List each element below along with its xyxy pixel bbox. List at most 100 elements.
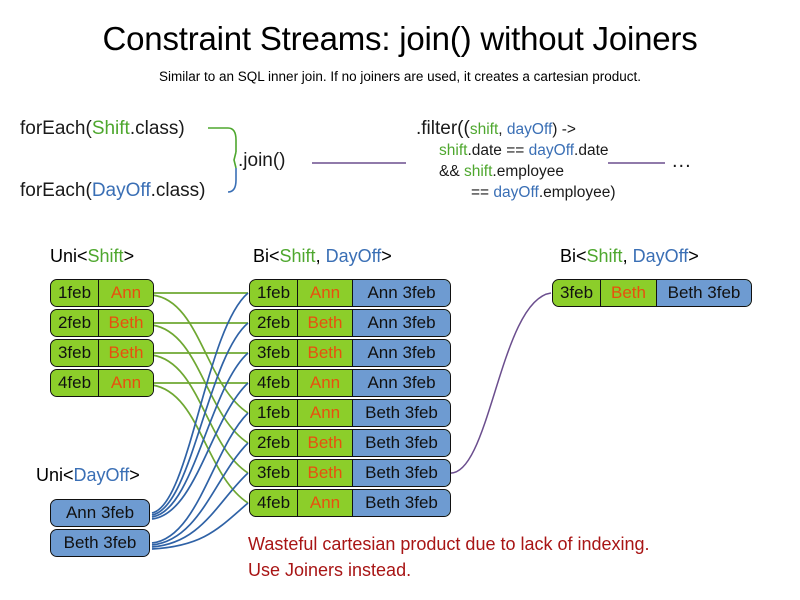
tuple-dayoff-cell: Ann 3feb: [352, 370, 450, 396]
tuple-date-cell: 2feb: [250, 310, 298, 336]
filter-expression-block: .filter((shift, dayOff) -> shift.date ==…: [416, 118, 616, 203]
tuple-dayoff-cell: Ann 3feb: [352, 310, 450, 336]
warning-line-2: Use Joiners instead.: [248, 560, 412, 580]
tuple-date-cell: 1feb: [250, 400, 298, 426]
bi-mid-shift: Shift: [279, 246, 316, 266]
filter-l3-shift: shift: [463, 163, 493, 180]
tuple-dayoff-cell: Beth 3feb: [352, 490, 450, 516]
uni-dayoff-type: DayOff: [73, 465, 130, 485]
tuple-dayoff-cell: Beth 3feb: [51, 530, 149, 556]
tuple-dayoff-cell: Beth 3feb: [352, 460, 450, 486]
filter-l3-field: .employee: [492, 163, 564, 180]
bi-mid-suffix: >: [381, 246, 392, 266]
filter-line-3: && shift.employee: [416, 161, 616, 182]
bi-right-shift: Shift: [586, 246, 623, 266]
filter-param-sep: ,: [498, 121, 507, 138]
filter-l4-dayoff: dayOff: [493, 184, 539, 201]
continuation-ellipsis: ...: [672, 150, 692, 172]
filter-l2-mid: .date ==: [467, 142, 529, 159]
page-title: Constraint Streams: join() without Joine…: [102, 20, 698, 57]
tuple-name-cell: Beth: [298, 310, 352, 336]
tuple-name-cell: Ann: [99, 280, 153, 306]
stream-title-bi-middle: Bi<Shift, DayOff>: [253, 246, 392, 267]
tuple-date-cell: 4feb: [250, 490, 298, 516]
tuple-date-cell: 3feb: [250, 340, 298, 366]
tuple-date-cell: 3feb: [250, 460, 298, 486]
tuple-dayoff-cell: Beth 3feb: [656, 280, 751, 306]
shift-type-token: Shift: [91, 118, 130, 139]
bi-mid-prefix: Bi<: [253, 246, 280, 266]
tuple-dayoff-cell: Ann 3feb: [352, 280, 450, 306]
tuple-card[interactable]: Ann 3feb: [50, 499, 150, 527]
tuple-card[interactable]: Beth 3feb: [50, 529, 150, 557]
foreach-dayoff-suffix: .class): [150, 180, 206, 201]
join-call-label: .join(): [238, 150, 286, 171]
warning-line-1: Wasteful cartesian product due to lack o…: [248, 534, 650, 554]
stream-title-uni-dayoff: Uni<DayOff>: [36, 465, 140, 486]
bi-right-dayoff: DayOff: [632, 246, 689, 266]
bi-right-comma: ,: [622, 246, 633, 266]
tuple-date-cell: 3feb: [553, 280, 601, 306]
tuple-name-cell: Beth: [298, 340, 352, 366]
filter-param-shift: shift: [469, 121, 499, 138]
foreach-dayoff-prefix: forEach(: [20, 180, 92, 201]
tuple-name-cell: Ann: [298, 370, 352, 396]
bi-right-suffix: >: [688, 246, 699, 266]
tuple-date-cell: 3feb: [51, 340, 99, 366]
tuple-name-cell: Beth: [99, 310, 153, 336]
filter-l2-end: .date: [574, 142, 609, 159]
bi-right-prefix: Bi<: [560, 246, 587, 266]
tuple-name-cell: Beth: [298, 460, 352, 486]
filter-l4-field: .employee): [538, 184, 616, 201]
uni-shift-prefix: Uni<: [50, 246, 88, 266]
filter-l4-eq: ==: [471, 184, 494, 201]
stream-title-bi-right: Bi<Shift, DayOff>: [560, 246, 699, 267]
tuple-dayoff-cell: Beth 3feb: [352, 430, 450, 456]
filter-l2-shift: shift: [439, 142, 468, 159]
tuple-date-cell: 1feb: [51, 280, 99, 306]
tuple-dayoff-cell: Ann 3feb: [51, 500, 149, 526]
stream-title-uni-shift: Uni<Shift>: [50, 246, 134, 267]
tuple-dayoff-cell: Beth 3feb: [352, 400, 450, 426]
filter-line-2: shift.date == dayOff.date: [416, 140, 616, 161]
tuple-dayoff-cell: Ann 3feb: [352, 340, 450, 366]
filter-l3-and: &&: [439, 163, 464, 180]
filter-line-4: == dayOff.employee): [416, 182, 616, 203]
page-subtitle: Similar to an SQL inner join. If no join…: [159, 69, 641, 84]
foreach-shift-prefix: forEach(: [20, 118, 92, 139]
tuple-date-cell: 1feb: [250, 280, 298, 306]
tuple-name-cell: Beth: [298, 430, 352, 456]
filter-l2-dayoff: dayOff: [528, 142, 575, 159]
foreach-shift-expression: forEach(Shift.class): [20, 118, 185, 140]
bi-mid-dayoff: DayOff: [325, 246, 382, 266]
filter-param-dayoff: dayOff: [506, 121, 553, 138]
filter-line-1: .filter((shift, dayOff) ->: [416, 118, 616, 140]
filter-arrow: ) ->: [552, 121, 576, 138]
tuple-date-cell: 2feb: [51, 310, 99, 336]
tuple-name-cell: Ann: [298, 490, 352, 516]
filter-call-token: .filter((: [416, 118, 470, 139]
tuple-date-cell: 4feb: [250, 370, 298, 396]
bi-mid-comma: ,: [315, 246, 326, 266]
dayoff-type-token: DayOff: [91, 180, 151, 201]
tuple-name-cell: Ann: [298, 280, 352, 306]
tuple-name-cell: Beth: [601, 280, 656, 306]
tuple-name-cell: Beth: [99, 340, 153, 366]
